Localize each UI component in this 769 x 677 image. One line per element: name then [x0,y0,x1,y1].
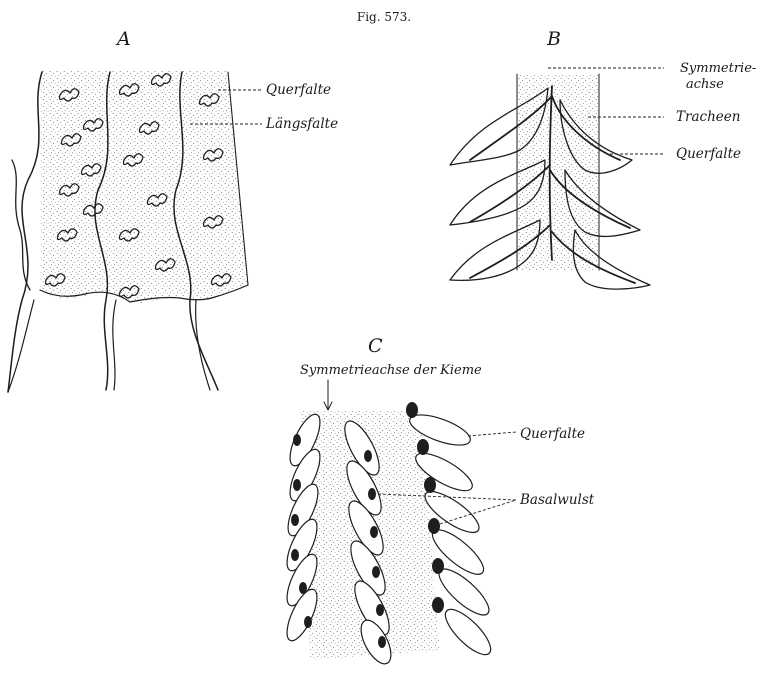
panel-b: B Symmetrie- achse Tracheen Querfalte [450,28,756,289]
longitudinal-fold-3-edge [196,300,210,390]
basal-bulge [406,402,418,418]
label-c-symmetrieachse: Symmetrieachse der Kieme [300,363,482,378]
basal-bulge [368,488,376,500]
basal-bulge [291,549,299,561]
label-c-basalwulst: Basalwulst [519,492,595,508]
basal-bulge [293,479,301,491]
arrow-symmetrieachse [324,380,332,410]
basal-bulge [304,616,312,628]
label-b-tracheen: Tracheen [676,109,740,125]
basal-bulge [291,514,299,526]
basal-bulge [372,566,380,578]
basal-bulge [417,439,429,455]
leader-c-querfalte [468,432,516,436]
label-b-querfalte: Querfalte [676,146,741,162]
longitudinal-fold-1-edge [8,300,34,392]
gill-stem-b [517,74,599,270]
label-b-symmetrieachse-1: Symmetrie- [680,61,756,76]
basal-bulge [370,526,378,538]
panel-a-letter: A [115,28,131,50]
basal-bulge [432,558,444,574]
longitudinal-fold-2-edge [113,300,116,390]
basal-bulge [424,477,436,493]
panel-c-letter: C [368,335,383,357]
basal-bulge [432,597,444,613]
panel-c: C Symmetrieachse der Kieme [281,335,595,668]
label-a-laengsfalte: Längsfalte [265,116,338,132]
basal-bulge [293,434,301,446]
basal-bulge [364,450,372,462]
longitudinal-fold-1 [8,72,42,392]
panel-b-letter: B [546,28,561,50]
basal-bulge [378,636,386,648]
label-b-symmetrieachse-2: achse [686,77,724,92]
panel-a: A [8,28,338,392]
figure-number: Fig. 573. [357,10,411,24]
basal-bulge [376,604,384,616]
label-c-querfalte: Querfalte [520,426,585,442]
basal-bulge [428,518,440,534]
basal-bulge [299,582,307,594]
label-a-querfalte: Querfalte [266,82,331,98]
